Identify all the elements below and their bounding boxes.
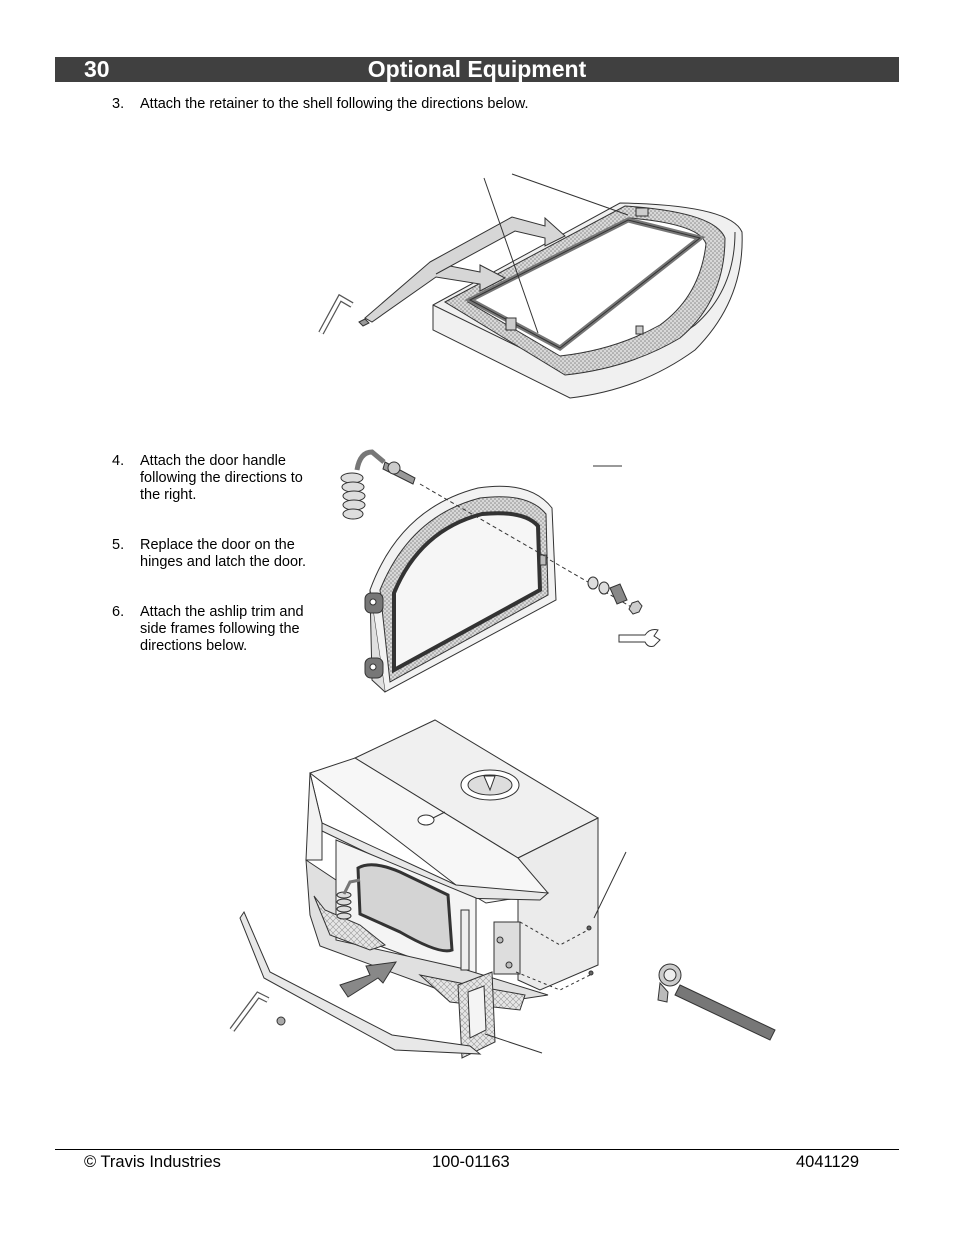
ratchet-wrench (657, 963, 776, 1041)
retainer-shell-figure (318, 173, 743, 399)
step-3: 3. Attach the retainer to the shell foll… (112, 96, 812, 114)
footer-copyright: © Travis Industries (84, 1153, 221, 1171)
step-number: 5. (112, 537, 125, 553)
step-text: Attach the ashlip trim and side frames f… (140, 604, 304, 654)
step-number: 6. (112, 604, 125, 620)
step-number: 4. (112, 453, 125, 469)
section-title: Optional Equipment (367, 56, 587, 82)
spring-handle (340, 449, 416, 520)
step-text: Attach the retainer to the shell followi… (140, 96, 529, 112)
step-text: Replace the door on the hinges and latch… (140, 537, 307, 570)
step-number: 3. (112, 96, 125, 112)
step-4: 4. Attach the door handle following the … (112, 453, 332, 508)
step-text: Attach the door handle following the dir… (140, 453, 303, 503)
page-number: 30 (84, 56, 110, 82)
step-5: 5. Replace the door on the hinges and la… (112, 537, 332, 575)
step-6: 6. Attach the ashlip trim and side frame… (112, 604, 332, 659)
footer-part-number: 100-01163 (432, 1153, 510, 1171)
footer-divider (55, 1149, 899, 1150)
footer-document-code: 4041129 (796, 1153, 860, 1171)
section-header-bar: 30 Optional Equipment (55, 56, 899, 82)
insert-ashlip-figure (229, 719, 776, 1059)
door-handle-figure (340, 449, 661, 693)
